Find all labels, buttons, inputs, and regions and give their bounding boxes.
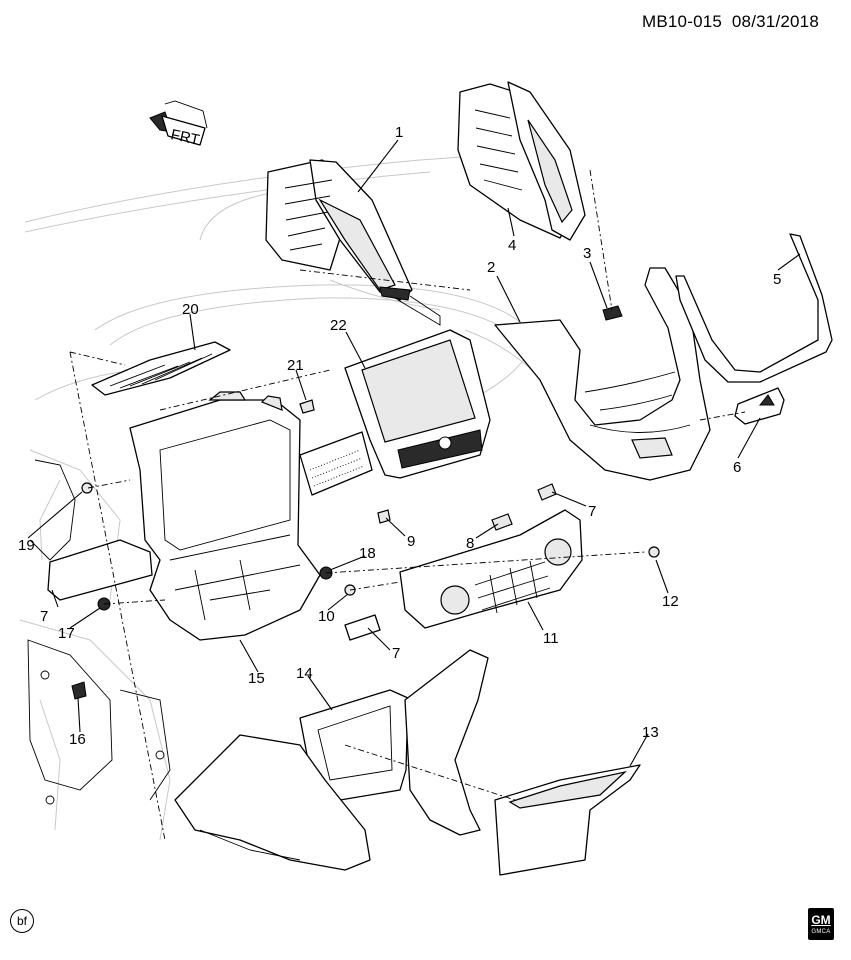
alignment-lines <box>69 169 746 841</box>
callout-17: 17 <box>58 625 75 642</box>
part-5-trim-strip <box>675 233 833 383</box>
callout-18: 18 <box>359 545 376 562</box>
part-6-hazard-switch <box>734 387 785 425</box>
part-9-clip <box>377 509 391 524</box>
gm-logo: GM GMCA <box>808 908 834 940</box>
callout-16: 16 <box>69 731 86 748</box>
part-1-center-air-outlet <box>265 159 441 326</box>
callout-7-upper: 7 <box>588 503 596 520</box>
steering-column-support-ghost <box>27 459 171 805</box>
part-19-screw <box>81 482 93 494</box>
callout-8: 8 <box>466 535 474 552</box>
diagram-code: MB10-015 <box>642 12 723 31</box>
callout-1: 1 <box>395 124 403 141</box>
callout-21: 21 <box>287 357 304 374</box>
callout-7-lower: 7 <box>392 645 400 662</box>
callout-5: 5 <box>773 271 781 288</box>
callout-13: 13 <box>642 724 659 741</box>
console-left-panel <box>174 734 371 871</box>
callout-15: 15 <box>248 670 265 687</box>
part-12-bolt <box>648 546 660 558</box>
gm-logo-subtext: GMCA <box>811 928 831 935</box>
callout-3: 3 <box>583 245 591 262</box>
part-13-console-end-trim <box>494 764 641 876</box>
part-22-display-module <box>299 329 491 496</box>
part-20-defroster-grille <box>91 341 231 396</box>
callout-19: 19 <box>18 537 35 554</box>
diagram-reference-header: MB10-015 08/31/2018 <box>642 12 819 32</box>
callout-20: 20 <box>182 301 199 318</box>
part-21-clip <box>299 399 315 414</box>
part-8-clip <box>491 513 513 531</box>
part-7-connector-left <box>47 539 153 601</box>
front-direction-arrow: FRT <box>149 100 208 149</box>
part-15-radio-bracket <box>129 391 321 641</box>
leader-lines <box>27 139 801 767</box>
console-right-panel <box>404 649 489 836</box>
part-7-clip-lower <box>344 614 381 641</box>
bf-badge-text: bf <box>16 914 27 928</box>
callout-12: 12 <box>662 593 679 610</box>
part-2-instrument-panel-trim-plate <box>494 267 711 481</box>
diagram-date: 08/31/2018 <box>731 12 819 31</box>
gm-logo-text: GM <box>811 912 831 927</box>
part-11-climate-control-panel <box>399 509 583 629</box>
part-4-right-air-outlet <box>457 81 586 241</box>
part-3-clip <box>602 305 623 321</box>
part-16-clip <box>71 681 87 700</box>
callout-7-left: 7 <box>40 608 48 625</box>
frt-label: FRT <box>169 126 201 149</box>
callout-9: 9 <box>407 533 415 550</box>
callout-14: 14 <box>296 665 313 682</box>
callout-22: 22 <box>330 317 347 334</box>
callout-10: 10 <box>318 608 335 625</box>
callout-numbers: 1 2 3 4 5 6 7 7 7 8 9 10 11 12 13 14 15 … <box>18 124 781 748</box>
callout-2: 2 <box>487 259 495 276</box>
callout-6: 6 <box>733 459 741 476</box>
callout-11: 11 <box>543 630 559 647</box>
bf-badge: bf <box>10 909 34 933</box>
callout-4: 4 <box>508 237 516 254</box>
